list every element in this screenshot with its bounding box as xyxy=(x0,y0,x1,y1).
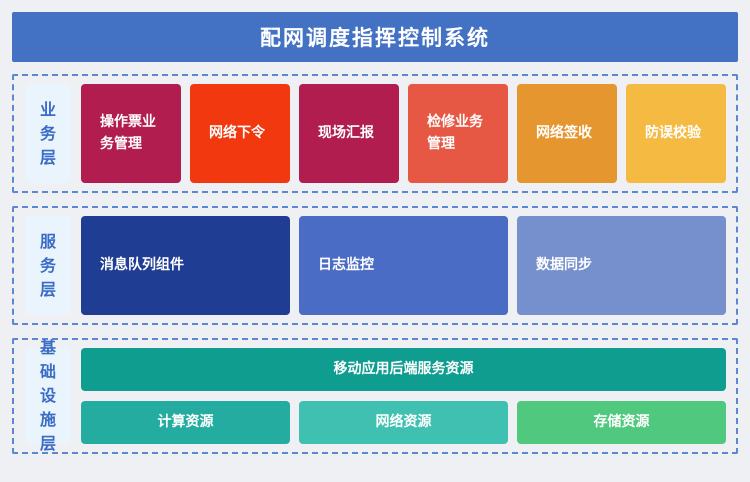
layer-infrastructure: 基础设施层 移动应用后端服务资源计算资源 网络资源 存储资源 xyxy=(12,338,738,454)
layer-label-service: 服务层 xyxy=(25,216,71,315)
box-operation-ticket-management: 操作票业务管理 xyxy=(81,84,181,183)
box-maintenance-management: 检修业务管理 xyxy=(408,84,508,183)
layers-container: 业务层 操作票业务管理 网络下令 现场汇报 检修业务管理 网络签收 防误校验服务层 消息队列组… xyxy=(0,74,750,454)
box-label-log-monitoring: 日志监控 xyxy=(318,256,374,273)
title-banner: 配网调度指挥控制系统 xyxy=(12,12,738,62)
box-label-error-prevention-check: 防误校验 xyxy=(645,124,701,141)
layer-label-text: 基础设施层 xyxy=(39,338,56,453)
layer-label-infrastructure: 基础设施层 xyxy=(25,338,71,453)
box-network-ordering: 网络下令 xyxy=(190,84,290,183)
box-network-sign-off: 网络签收 xyxy=(517,84,617,183)
box-log-monitoring: 日志监控 xyxy=(299,216,508,315)
page-title: 配网调度指挥控制系统 xyxy=(260,26,490,50)
box-label-site-reporting: 现场汇报 xyxy=(318,124,374,141)
box-label-network-sign-off: 网络签收 xyxy=(536,124,592,141)
box-error-prevention-check: 防误校验 xyxy=(626,84,726,183)
box-network-resources: 网络资源 xyxy=(299,401,508,444)
box-label-network-ordering: 网络下令 xyxy=(209,124,265,141)
box-label-maintenance-management: 检修业务管理 xyxy=(427,113,483,152)
box-label-compute-resources: 计算资源 xyxy=(157,413,214,430)
layer-label-text: 业务层 xyxy=(39,99,56,167)
box-site-reporting: 现场汇报 xyxy=(299,84,399,183)
box-label-mobile-backend-service-resources: 移动应用后端服务资源 xyxy=(333,360,474,377)
layer-body-service: 消息队列组件 日志监控 数据同步 xyxy=(81,216,726,315)
box-label-data-sync: 数据同步 xyxy=(536,256,592,273)
layer-body-business: 操作票业务管理 网络下令 现场汇报 检修业务管理 网络签收 防误校验 xyxy=(81,84,726,183)
box-data-sync: 数据同步 xyxy=(517,216,726,315)
box-row-business: 操作票业务管理 网络下令 现场汇报 检修业务管理 网络签收 防误校验 xyxy=(81,84,726,183)
box-label-network-resources: 网络资源 xyxy=(375,413,432,430)
box-label-storage-resources: 存储资源 xyxy=(593,413,650,430)
layer-body-infrastructure: 移动应用后端服务资源计算资源 网络资源 存储资源 xyxy=(81,348,726,444)
layer-label-text: 服务层 xyxy=(39,231,56,299)
box-message-queue-component: 消息队列组件 xyxy=(81,216,290,315)
box-mobile-backend-service-resources: 移动应用后端服务资源 xyxy=(81,348,726,391)
layer-label-business: 业务层 xyxy=(25,84,71,183)
box-storage-resources: 存储资源 xyxy=(517,401,726,444)
box-label-operation-ticket-management: 操作票业务管理 xyxy=(100,113,156,152)
layer-service: 服务层 消息队列组件 日志监控 数据同步 xyxy=(12,206,738,325)
box-row-service: 消息队列组件 日志监控 数据同步 xyxy=(81,216,726,315)
box-row-infrastructure: 计算资源 网络资源 存储资源 xyxy=(81,401,726,444)
layer-business: 业务层 操作票业务管理 网络下令 现场汇报 检修业务管理 网络签收 防误校验 xyxy=(12,74,738,193)
box-compute-resources: 计算资源 xyxy=(81,401,290,444)
box-label-message-queue-component: 消息队列组件 xyxy=(100,256,184,273)
